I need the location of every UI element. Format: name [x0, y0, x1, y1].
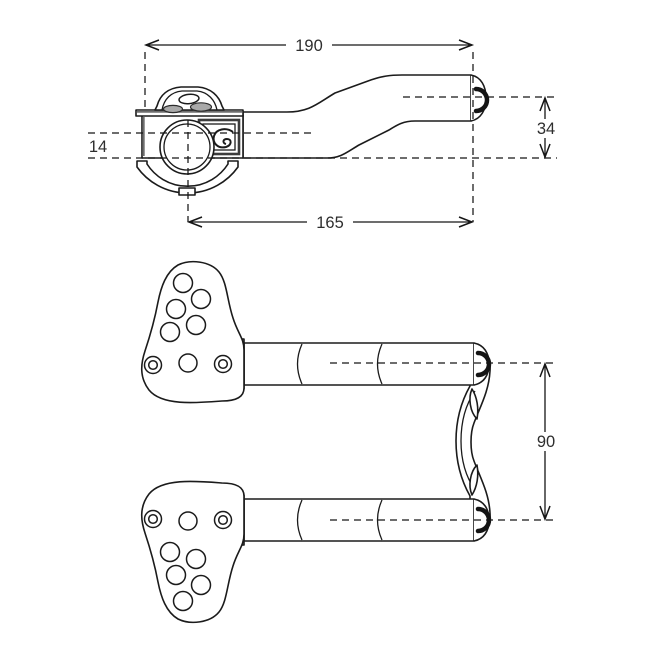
dim-14-label: 14	[89, 138, 107, 156]
dimension-clamp-to-tip: 165	[186, 212, 475, 232]
bar-end-plug-side	[473, 86, 490, 114]
dim-34-label: 34	[537, 120, 555, 138]
clamp-arch-inner	[161, 90, 218, 111]
dim-165-label: 165	[316, 214, 344, 232]
dim-90-label-bg	[530, 432, 561, 451]
clamp-bore-outer	[159, 119, 215, 175]
dim-90-label: 90	[537, 433, 555, 451]
pad-hole	[172, 272, 194, 294]
arrowhead-down-icon	[539, 505, 551, 522]
dimension-clamp-offset: 14	[89, 138, 107, 156]
dimension-overall-length: 190	[143, 35, 475, 55]
dimension-pad-spacing: 90	[530, 361, 561, 522]
extension-arm-side	[242, 74, 490, 159]
clamp-bore-inner	[163, 123, 211, 171]
top-view: 90	[140, 260, 561, 623]
side-view: 190 34 14 165	[88, 35, 561, 232]
base-bar-lens-upper	[469, 388, 479, 420]
dim-190-label: 190	[295, 37, 323, 55]
arm-assembly-lower	[142, 481, 489, 622]
base-bar-bridge	[455, 343, 491, 541]
arch-slot-left	[162, 104, 184, 114]
arm-assembly-upper	[140, 260, 492, 404]
arrowhead-left-icon	[143, 39, 160, 51]
extension-arm-outline	[242, 74, 472, 159]
pad-vent-holes	[159, 272, 212, 373]
tube-section-line-1	[296, 343, 303, 385]
pad-mount-bolts	[143, 354, 233, 375]
bolt-hole-inner	[217, 358, 229, 370]
clamp-jaw-tab	[178, 187, 196, 196]
arrowhead-right-icon	[458, 216, 475, 228]
side-view-centerlines	[88, 52, 557, 222]
pad-hole	[165, 298, 187, 320]
arrowhead-down-icon	[539, 143, 551, 160]
base-bar-lens-lower	[469, 464, 479, 496]
pad-hole	[190, 288, 212, 310]
arch-slot-right	[189, 102, 213, 112]
pad-hole	[159, 321, 181, 343]
dim-34-label-bg	[530, 119, 561, 138]
dimension-tip-height: 34	[530, 95, 561, 160]
tube-section-line-2	[376, 343, 383, 385]
tube-end-plug	[475, 350, 492, 378]
dim-190-label-bg	[286, 35, 332, 54]
clamp-lower-jaw	[136, 160, 239, 194]
arrowhead-up-icon	[539, 95, 551, 112]
dim-165-label-bg	[307, 212, 353, 231]
extension-tube	[243, 342, 475, 386]
bolt-hole-inner	[147, 359, 159, 371]
base-bar-outline	[455, 343, 491, 541]
arrowhead-up-icon	[539, 361, 551, 378]
pad-hole	[185, 314, 207, 336]
base-bar-inner-curve	[460, 390, 476, 491]
top-view-centerlines	[330, 362, 557, 521]
handlebar-clamp	[135, 86, 244, 196]
pad-hole	[178, 353, 198, 373]
arrowhead-left-icon	[186, 216, 203, 228]
arrowhead-right-icon	[458, 39, 475, 51]
arch-slot-top	[178, 93, 200, 105]
brand-logo-icon	[212, 128, 234, 149]
